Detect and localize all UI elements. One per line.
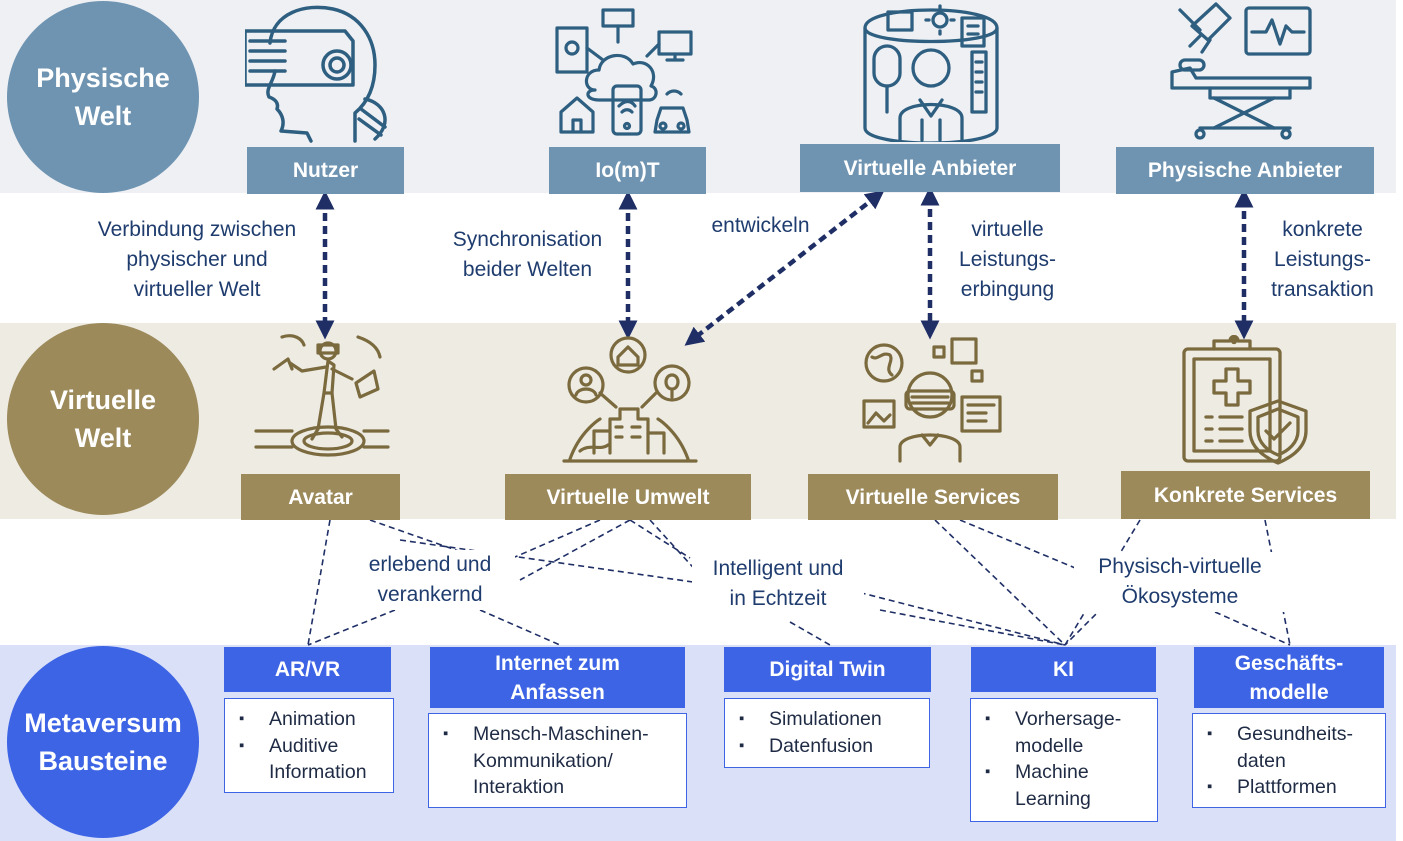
dash-avatar-erlebend xyxy=(369,519,471,556)
layer-circle-physical: Physische Welt xyxy=(7,1,199,193)
node-label-konkrete-services: Konkrete Services xyxy=(1121,471,1370,519)
relation-entwickeln: entwickeln xyxy=(711,214,810,237)
dash-umwelt-intelligent xyxy=(629,519,691,559)
dash-erlebend-arvr xyxy=(307,609,396,646)
person-in-virtual-room-icon xyxy=(863,4,999,142)
hospital-bed-monitor-icon xyxy=(1170,2,1312,140)
list-item: Auditive Information xyxy=(239,733,387,786)
dash-avatar-arvr xyxy=(307,519,331,646)
relation-synchronisation: Synchronisation beider Welten xyxy=(452,228,603,281)
dash-services-oeko xyxy=(959,519,1081,571)
layer-circle-metaverse: Metaversum Bausteine xyxy=(7,646,199,838)
property-oekosysteme: Physisch-virtuelle Ökosysteme xyxy=(1074,552,1286,612)
dash-avatar-intelligent xyxy=(399,539,701,584)
node-label-avatar: Avatar xyxy=(241,474,400,520)
vr-user-services-icon xyxy=(862,337,1002,463)
property-intelligent: Intelligent und in Echtzeit xyxy=(692,554,864,614)
virtual-city-globe-icon xyxy=(562,336,698,463)
node-label-nutzer: Nutzer xyxy=(247,147,404,194)
node-label-iot: Io(m)T xyxy=(549,147,706,194)
block-title-ki: KI xyxy=(971,647,1156,692)
relation-verbindung: Verbindung zwischen physischer und virtu… xyxy=(97,218,297,301)
block-title-geschaeftsmodelle: Geschäfts- modelle xyxy=(1194,647,1384,708)
arrow-anbieter-umwelt xyxy=(684,190,885,346)
node-label-physische-anbieter: Physische Anbieter xyxy=(1116,147,1374,194)
list-item: Vorhersage- modelle xyxy=(985,706,1151,759)
dash-umwelt-intelligent2 xyxy=(649,519,701,576)
medical-clipboard-shield-icon xyxy=(1182,335,1308,465)
property-erlebend: erlebend und verankernd xyxy=(345,550,515,610)
relation-virtuelle-leistung: virtuelle Leistungs- erbingung xyxy=(959,218,1056,301)
list-item: Machine Learning xyxy=(985,759,1151,812)
list-item: Gesundheits- daten xyxy=(1207,721,1379,774)
list-item: Plattformen xyxy=(1207,774,1379,801)
block-list-digital-twin: Simulationen Datenfusion xyxy=(724,698,930,768)
block-list-arvr: Animation Auditive Information xyxy=(224,698,394,793)
block-title-arvr: AR/VR xyxy=(224,647,391,692)
dash-intelligent-ki xyxy=(849,589,1066,646)
block-title-digital-twin: Digital Twin xyxy=(724,647,931,692)
dash-oeko-geschaeft xyxy=(1214,611,1291,646)
list-item: Simulationen xyxy=(739,706,923,733)
block-list-ki: Vorhersage- modelle Machine Learning xyxy=(970,698,1158,822)
block-list-internet: Mensch-Maschinen- Kommunikation/ Interak… xyxy=(428,713,687,808)
relation-konkrete-leistung: konkrete Leistungs- transaktion xyxy=(1271,218,1374,301)
block-list-geschaeftsmodelle: Gesundheits- daten Plattformen xyxy=(1192,713,1386,808)
dash-intelligent-ki2 xyxy=(879,609,1066,646)
list-item: Mensch-Maschinen- Kommunikation/ Interak… xyxy=(443,721,680,801)
iot-cloud-network-icon xyxy=(555,8,693,136)
dash-umwelt-erlebend xyxy=(514,519,601,558)
node-label-virtuelle-umwelt: Virtuelle Umwelt xyxy=(505,474,751,520)
dash-umwelt-erlebend2 xyxy=(519,519,631,581)
block-title-internet: Internet zum Anfassen xyxy=(430,647,685,708)
dash-intelligent-twin xyxy=(789,621,831,646)
layer-circle-virtual: Virtuelle Welt xyxy=(7,323,199,515)
list-item: Animation xyxy=(239,706,387,733)
node-label-virtuelle-anbieter: Virtuelle Anbieter xyxy=(800,144,1060,192)
avatar-vr-person-icon xyxy=(254,334,390,457)
vr-headset-head-icon xyxy=(245,5,387,143)
dash-services-ki xyxy=(934,519,1066,646)
node-label-virtuelle-services: Virtuelle Services xyxy=(808,474,1058,520)
list-item: Datenfusion xyxy=(739,733,923,760)
dash-erlebend-internet xyxy=(479,609,561,646)
